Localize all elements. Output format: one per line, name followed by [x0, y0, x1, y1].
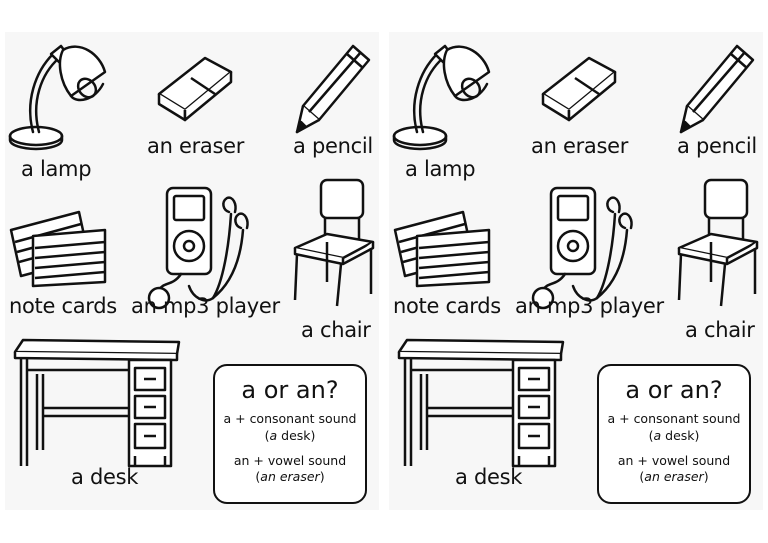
rule-title: a or an? [241, 376, 339, 404]
rule-vowel: an + vowel sound [617, 452, 731, 468]
item-label-desk: a desk [71, 465, 139, 489]
rule-example-vowel: (an eraser) [639, 469, 709, 485]
item-label-lamp: a lamp [21, 157, 92, 181]
item-label-note-cards: note cards [393, 294, 501, 318]
rule-consonant: a + consonant sound [223, 410, 357, 426]
lamp-icon [5, 32, 115, 152]
mp3-player-icon [527, 186, 633, 316]
desk-icon [13, 338, 181, 468]
note-cards-icon [393, 208, 493, 288]
eraser-icon [155, 50, 235, 120]
item-label-chair: a chair [301, 318, 371, 342]
rule-example-vowel: (an eraser) [255, 469, 325, 485]
rule-box: a or an? a + consonant sound (a desk) an… [597, 364, 751, 504]
lamp-icon [389, 32, 499, 152]
item-label-eraser: an eraser [147, 134, 245, 158]
rule-title: a or an? [625, 376, 723, 404]
chair-icon [287, 178, 377, 308]
item-label-mp3-player: an mp3 player [131, 294, 280, 318]
item-label-chair: a chair [685, 318, 755, 342]
item-label-eraser: an eraser [531, 134, 629, 158]
item-label-pencil: a pencil [677, 134, 757, 158]
note-cards-icon [9, 208, 109, 288]
rule-example-consonant: (a desk) [648, 427, 700, 443]
pencil-icon [295, 40, 375, 136]
rule-example-consonant: (a desk) [264, 427, 316, 443]
rule-vowel: an + vowel sound [233, 452, 347, 468]
eraser-icon [539, 50, 619, 120]
mp3-player-icon [143, 186, 249, 316]
worksheet-card-left: a lamp an eraser a pencil note cards [5, 32, 379, 510]
pencil-icon [679, 40, 759, 136]
item-label-mp3-player: an mp3 player [515, 294, 664, 318]
item-label-pencil: a pencil [293, 134, 373, 158]
desk-icon [397, 338, 565, 468]
item-label-lamp: a lamp [405, 157, 476, 181]
item-label-note-cards: note cards [9, 294, 117, 318]
rule-box: a or an? a + consonant sound (a desk) an… [213, 364, 367, 504]
item-label-desk: a desk [455, 465, 523, 489]
rule-consonant: a + consonant sound [607, 410, 741, 426]
chair-icon [671, 178, 761, 308]
worksheet-card-right: a lamp an eraser a pencil note cards [389, 32, 763, 510]
